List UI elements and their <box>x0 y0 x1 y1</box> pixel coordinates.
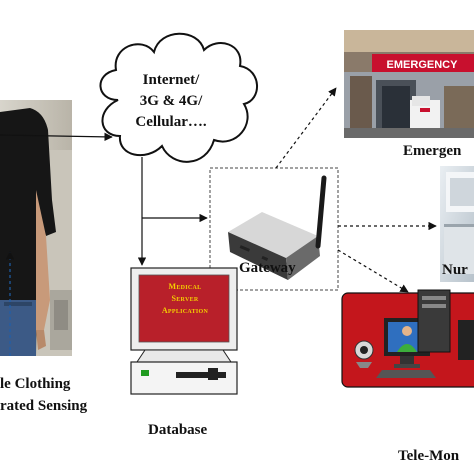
arrow-gateway-to-emergency <box>275 87 337 169</box>
gateway-label: Gateway <box>239 260 296 276</box>
arrow-person-to-cloud <box>0 132 113 142</box>
nurse-photo <box>440 166 474 282</box>
arrow-gateway-to-telemonitor <box>337 249 409 293</box>
telemonitoring-label: Tele-Mon <box>398 448 460 464</box>
server-screen-text: Medical Server Application <box>146 281 224 317</box>
emergency-photo: EMERGENCY <box>344 30 474 138</box>
cloud-label: Internet/ 3G & 4G/ Cellular…. <box>98 70 244 133</box>
server-line-2: Server <box>171 294 199 303</box>
cloud-line-1: Internet/ <box>142 72 200 88</box>
emergency-label: Emergen <box>403 143 462 159</box>
telemonitor-panel <box>341 289 474 388</box>
gateway-device <box>228 175 327 280</box>
person-photo <box>0 100 72 356</box>
nurse-label: Nur <box>442 262 468 278</box>
emergency-sign-text: EMERGENCY <box>387 59 459 71</box>
server-line-1: Medical <box>168 282 202 291</box>
database-computer <box>130 267 238 395</box>
database-label: Database <box>148 422 208 438</box>
clothing-label-line-1: le Clothing <box>0 376 71 392</box>
server-line-3: Application <box>161 306 209 315</box>
internet-cloud <box>99 32 258 163</box>
clothing-label-line-2: rated Sensing <box>0 398 88 414</box>
cloud-line-2: 3G & 4G/ <box>139 93 203 109</box>
cloud-line-3: Cellular…. <box>135 114 207 130</box>
